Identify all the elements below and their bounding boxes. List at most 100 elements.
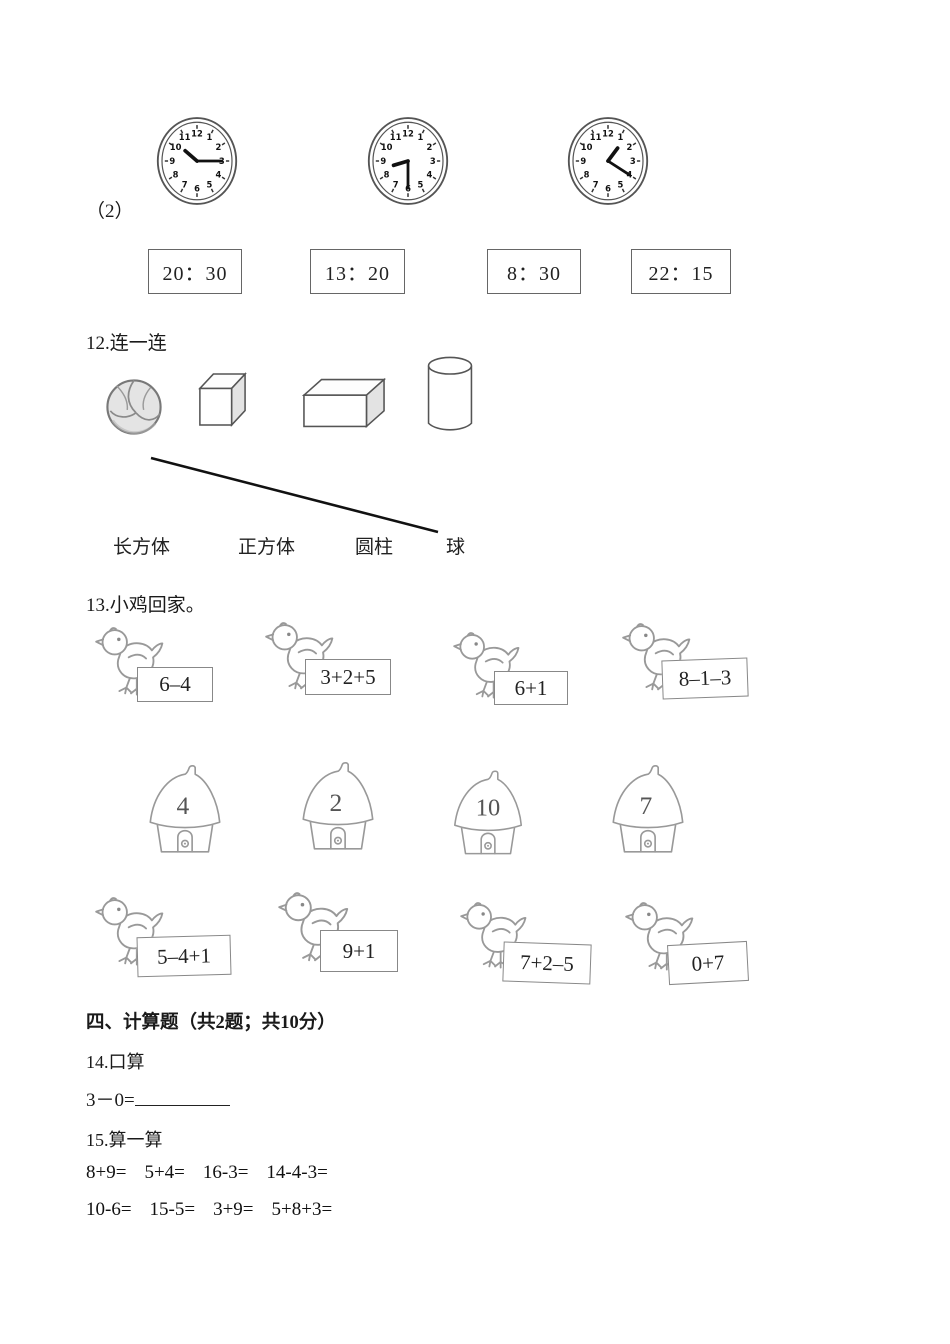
house-number: 10 xyxy=(476,794,500,821)
answer-line-ball-to-qiu xyxy=(150,456,439,534)
q14-expression: 3－0= xyxy=(86,1090,135,1111)
house-icon[interactable]: 4 xyxy=(140,763,232,860)
chick-with-expression: 6+1 xyxy=(451,631,611,721)
analog-clock-3: 123456789101112 xyxy=(567,117,649,205)
svg-text:8: 8 xyxy=(584,170,590,180)
cylinder-shape[interactable] xyxy=(426,355,474,433)
svg-text:9: 9 xyxy=(380,156,386,166)
expression-box: 8–1–3 xyxy=(661,657,749,700)
svg-text:7: 7 xyxy=(393,180,399,190)
label-cube[interactable]: 正方体 xyxy=(238,537,296,558)
house-number: 7 xyxy=(640,791,653,820)
question-15-title: 15.算一算 xyxy=(86,1130,163,1150)
time-option-text: 22：15 xyxy=(648,263,714,285)
svg-text:1: 1 xyxy=(417,132,423,142)
q15-row-1: 8+9= 5+4= 16-3= 14-4-3= xyxy=(86,1162,328,1184)
expression: 14-4-3= xyxy=(266,1162,328,1183)
svg-text:12: 12 xyxy=(191,128,203,138)
answer-blank[interactable] xyxy=(134,1091,230,1106)
expression-box: 9+1 xyxy=(320,930,398,972)
expression-box: 6+1 xyxy=(494,671,568,705)
analog-clock-1: 123456789101112 xyxy=(156,117,238,205)
expression-text: 6–4 xyxy=(159,672,191,696)
svg-text:1: 1 xyxy=(206,132,212,142)
expression: 5+4= xyxy=(144,1162,185,1183)
question-12-title: 12.连一连 xyxy=(86,333,167,354)
question-14-line: 3－0= xyxy=(86,1085,230,1112)
expression-text: 5–4+1 xyxy=(156,942,212,969)
house-icon[interactable]: 7 xyxy=(603,763,695,860)
cuboid-shape[interactable] xyxy=(302,377,386,429)
expression-text: 0+7 xyxy=(690,949,726,976)
svg-text:10: 10 xyxy=(381,142,393,152)
house-icon[interactable]: 2 xyxy=(293,760,385,857)
svg-text:4: 4 xyxy=(216,170,222,180)
time-option-text: 8：30 xyxy=(507,263,561,285)
volleyball-shape[interactable] xyxy=(105,378,163,436)
svg-text:1: 1 xyxy=(617,132,623,142)
time-option-box[interactable]: 20：30 xyxy=(148,249,242,294)
label-cylinder[interactable]: 圆柱 xyxy=(355,537,394,558)
expression-text: 9+1 xyxy=(342,938,376,963)
svg-text:2: 2 xyxy=(427,142,433,152)
time-option-box[interactable]: 8：30 xyxy=(487,249,581,294)
time-option-box[interactable]: 22：15 xyxy=(631,249,731,294)
svg-text:6: 6 xyxy=(194,183,200,193)
label-sphere[interactable]: 球 xyxy=(446,537,466,558)
svg-text:10: 10 xyxy=(581,142,593,152)
expression-box: 5–4+1 xyxy=(136,934,232,978)
svg-text:11: 11 xyxy=(179,132,191,142)
expression: 8+9= xyxy=(86,1162,127,1183)
section-4-heading: 四、计算题（共2题；共10分） xyxy=(86,1013,336,1033)
chick-with-expression: 5–4+1 xyxy=(93,896,273,991)
svg-text:3: 3 xyxy=(430,156,436,166)
house-number: 2 xyxy=(330,788,343,817)
svg-text:4: 4 xyxy=(427,170,433,180)
chick-with-expression: 9+1 xyxy=(276,891,446,986)
time-option-text: 13：20 xyxy=(325,263,390,285)
svg-text:5: 5 xyxy=(417,180,423,190)
chick-with-expression: 3+2+5 xyxy=(263,621,433,711)
svg-text:9: 9 xyxy=(580,156,586,166)
chick-with-expression: 0+7 xyxy=(623,901,793,996)
svg-text:11: 11 xyxy=(590,132,602,142)
svg-text:7: 7 xyxy=(182,180,188,190)
expression: 5+8+3= xyxy=(271,1199,333,1220)
svg-text:5: 5 xyxy=(617,180,623,190)
svg-text:10: 10 xyxy=(170,142,182,152)
svg-text:12: 12 xyxy=(402,128,414,138)
svg-text:11: 11 xyxy=(390,132,402,142)
svg-text:8: 8 xyxy=(384,170,390,180)
q15-row-2: 10-6= 15-5= 3+9= 5+8+3= xyxy=(86,1199,332,1221)
house-icon[interactable]: 10 xyxy=(445,768,533,862)
chick-with-expression: 8–1–3 xyxy=(620,622,790,712)
expression-box: 0+7 xyxy=(667,940,749,986)
expression-text: 8–1–3 xyxy=(678,665,732,691)
time-option-text: 20：30 xyxy=(162,263,228,285)
svg-text:12: 12 xyxy=(602,128,614,138)
svg-text:9: 9 xyxy=(169,156,175,166)
svg-text:2: 2 xyxy=(216,142,222,152)
expression-box: 7+2–5 xyxy=(502,941,592,985)
analog-clock-2: 123456789101112 xyxy=(367,117,449,205)
expression: 10-6= xyxy=(86,1199,132,1220)
question-13-title: 13.小鸡回家。 xyxy=(86,595,205,616)
svg-text:6: 6 xyxy=(605,183,611,193)
svg-text:5: 5 xyxy=(206,180,212,190)
chick-with-expression: 7+2–5 xyxy=(458,901,638,996)
sub-question-label: （2） xyxy=(86,201,134,222)
expression: 15-5= xyxy=(149,1199,196,1220)
chick-with-expression: 6–4 xyxy=(93,626,253,716)
expression-box: 6–4 xyxy=(137,667,213,702)
label-cuboid[interactable]: 长方体 xyxy=(113,537,171,558)
cube-shape[interactable] xyxy=(197,370,247,430)
time-option-box[interactable]: 13：20 xyxy=(310,249,405,294)
expression-text: 6+1 xyxy=(514,675,548,700)
expression-text: 3+2+5 xyxy=(320,664,376,689)
question-14-title: 14.口算 xyxy=(86,1052,145,1072)
expression-box: 3+2+5 xyxy=(305,659,391,695)
svg-text:8: 8 xyxy=(173,170,179,180)
expression-text: 7+2–5 xyxy=(519,949,575,976)
svg-text:7: 7 xyxy=(593,180,599,190)
